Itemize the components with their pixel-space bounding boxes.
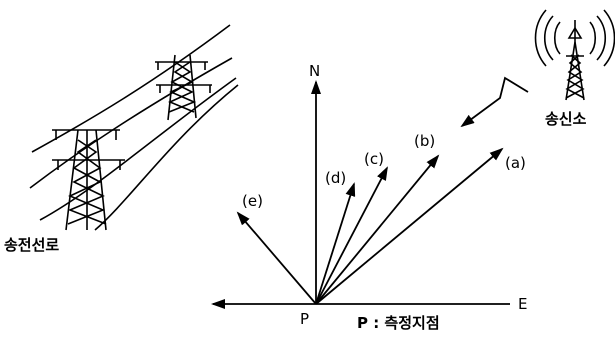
vector-label-d: (d)	[325, 169, 346, 187]
vector-label-a: (a)	[505, 154, 526, 172]
vector-d	[315, 182, 356, 305]
vector-c	[315, 166, 388, 305]
direction-vectors	[236, 147, 504, 305]
vector-e	[236, 211, 317, 305]
transmission-tower-far	[155, 54, 212, 121]
north-label: N	[309, 62, 320, 80]
vector-label-e: (e)	[242, 192, 263, 210]
power-line-illustration	[29, 24, 239, 231]
east-label: E	[518, 295, 527, 313]
compass-axes	[211, 80, 510, 309]
vector-b	[315, 154, 440, 305]
transmitter-tower-icon	[534, 9, 615, 101]
origin-caption: P : 측정지점	[357, 314, 440, 332]
transmission-tower-near	[52, 129, 125, 231]
origin-label: P	[300, 310, 309, 328]
signal-arrow	[460, 76, 529, 128]
vector-a	[315, 147, 504, 305]
vector-label-b: (b)	[414, 132, 435, 150]
power-line-label: 송전선로	[4, 236, 59, 254]
transmitter-label: 송신소	[545, 110, 587, 128]
vector-label-c: (c)	[364, 150, 384, 168]
